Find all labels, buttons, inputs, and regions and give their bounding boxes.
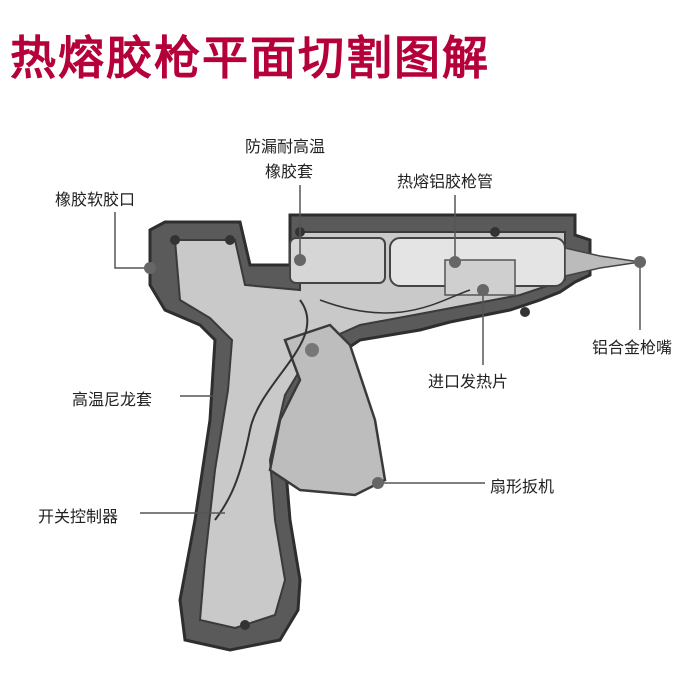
leader-dot [634, 256, 646, 268]
label-aluminum-barrel: 热熔铝胶枪管 [397, 172, 494, 191]
screw [490, 227, 500, 237]
wire [319, 289, 471, 314]
screw [225, 235, 235, 245]
leader-dot [449, 256, 461, 268]
screws [170, 227, 530, 630]
leader-dot [372, 477, 384, 489]
rubber-sleeve [289, 237, 386, 284]
leader-lines [114, 185, 641, 514]
screw [520, 307, 530, 317]
label-heating-plate: 进口发热片 [428, 372, 509, 391]
page-title: 热熔胶枪平面切割图解 [10, 31, 490, 85]
label-switch: 开关控制器 [38, 507, 119, 526]
label-trigger: 扇形扳机 [490, 477, 555, 496]
wire [214, 299, 309, 521]
label-rubber-sleeve-line1: 防漏耐高温 [245, 137, 326, 156]
label-rubber-sleeve-line2: 橡胶套 [265, 162, 314, 181]
alloy-nozzle [564, 247, 641, 277]
label-soft-nozzle: 橡胶软胶口 [55, 190, 136, 209]
leader-dot [144, 262, 156, 274]
label-alloy-nozzle: 铝合金枪嘴 [592, 338, 673, 357]
leader-dots [144, 254, 646, 489]
leader-line-soft-nozzle [114, 212, 150, 269]
trigger-pivot [305, 343, 319, 357]
leader-dot [477, 284, 489, 296]
leader-dot [294, 254, 306, 266]
screw [240, 620, 250, 630]
fan-trigger [268, 323, 387, 497]
label-nylon-sleeve: 高温尼龙套 [72, 390, 153, 409]
screw [170, 235, 180, 245]
